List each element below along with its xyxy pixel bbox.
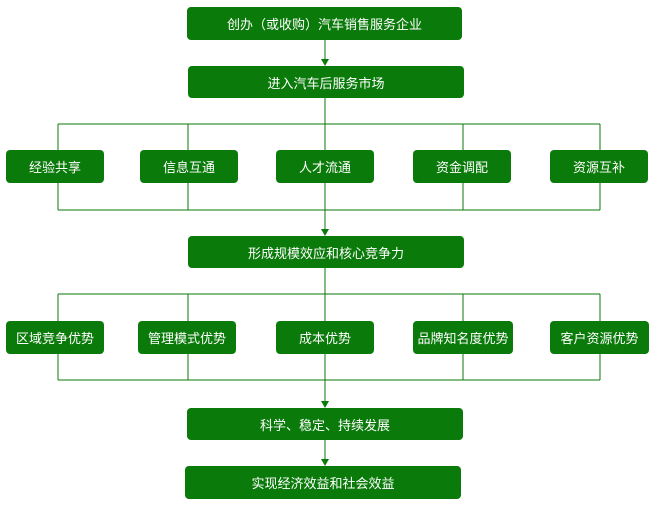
node-regional-advantage: 区域竞争优势 — [6, 321, 104, 354]
node-customer-advantage: 客户资源优势 — [550, 321, 649, 354]
node-develop: 科学、稳定、持续发展 — [187, 408, 463, 440]
node-result: 实现经济效益和社会效益 — [185, 466, 461, 499]
node-start: 创办（或收购）汽车销售服务企业 — [187, 7, 462, 40]
node-brand-advantage: 品牌知名度优势 — [413, 321, 513, 354]
node-resource-complement: 资源互补 — [550, 150, 648, 183]
node-cost-advantage: 成本优势 — [276, 321, 374, 354]
node-information-exchange: 信息互通 — [140, 150, 238, 183]
node-core: 形成规模效应和核心竞争力 — [188, 236, 464, 268]
node-enter: 进入汽车后服务市场 — [188, 66, 464, 98]
node-experience-sharing: 经验共享 — [6, 150, 104, 183]
node-management-advantage: 管理模式优势 — [138, 321, 236, 354]
node-fund-allocation: 资金调配 — [413, 150, 511, 183]
node-talent-flow: 人才流通 — [276, 150, 374, 183]
